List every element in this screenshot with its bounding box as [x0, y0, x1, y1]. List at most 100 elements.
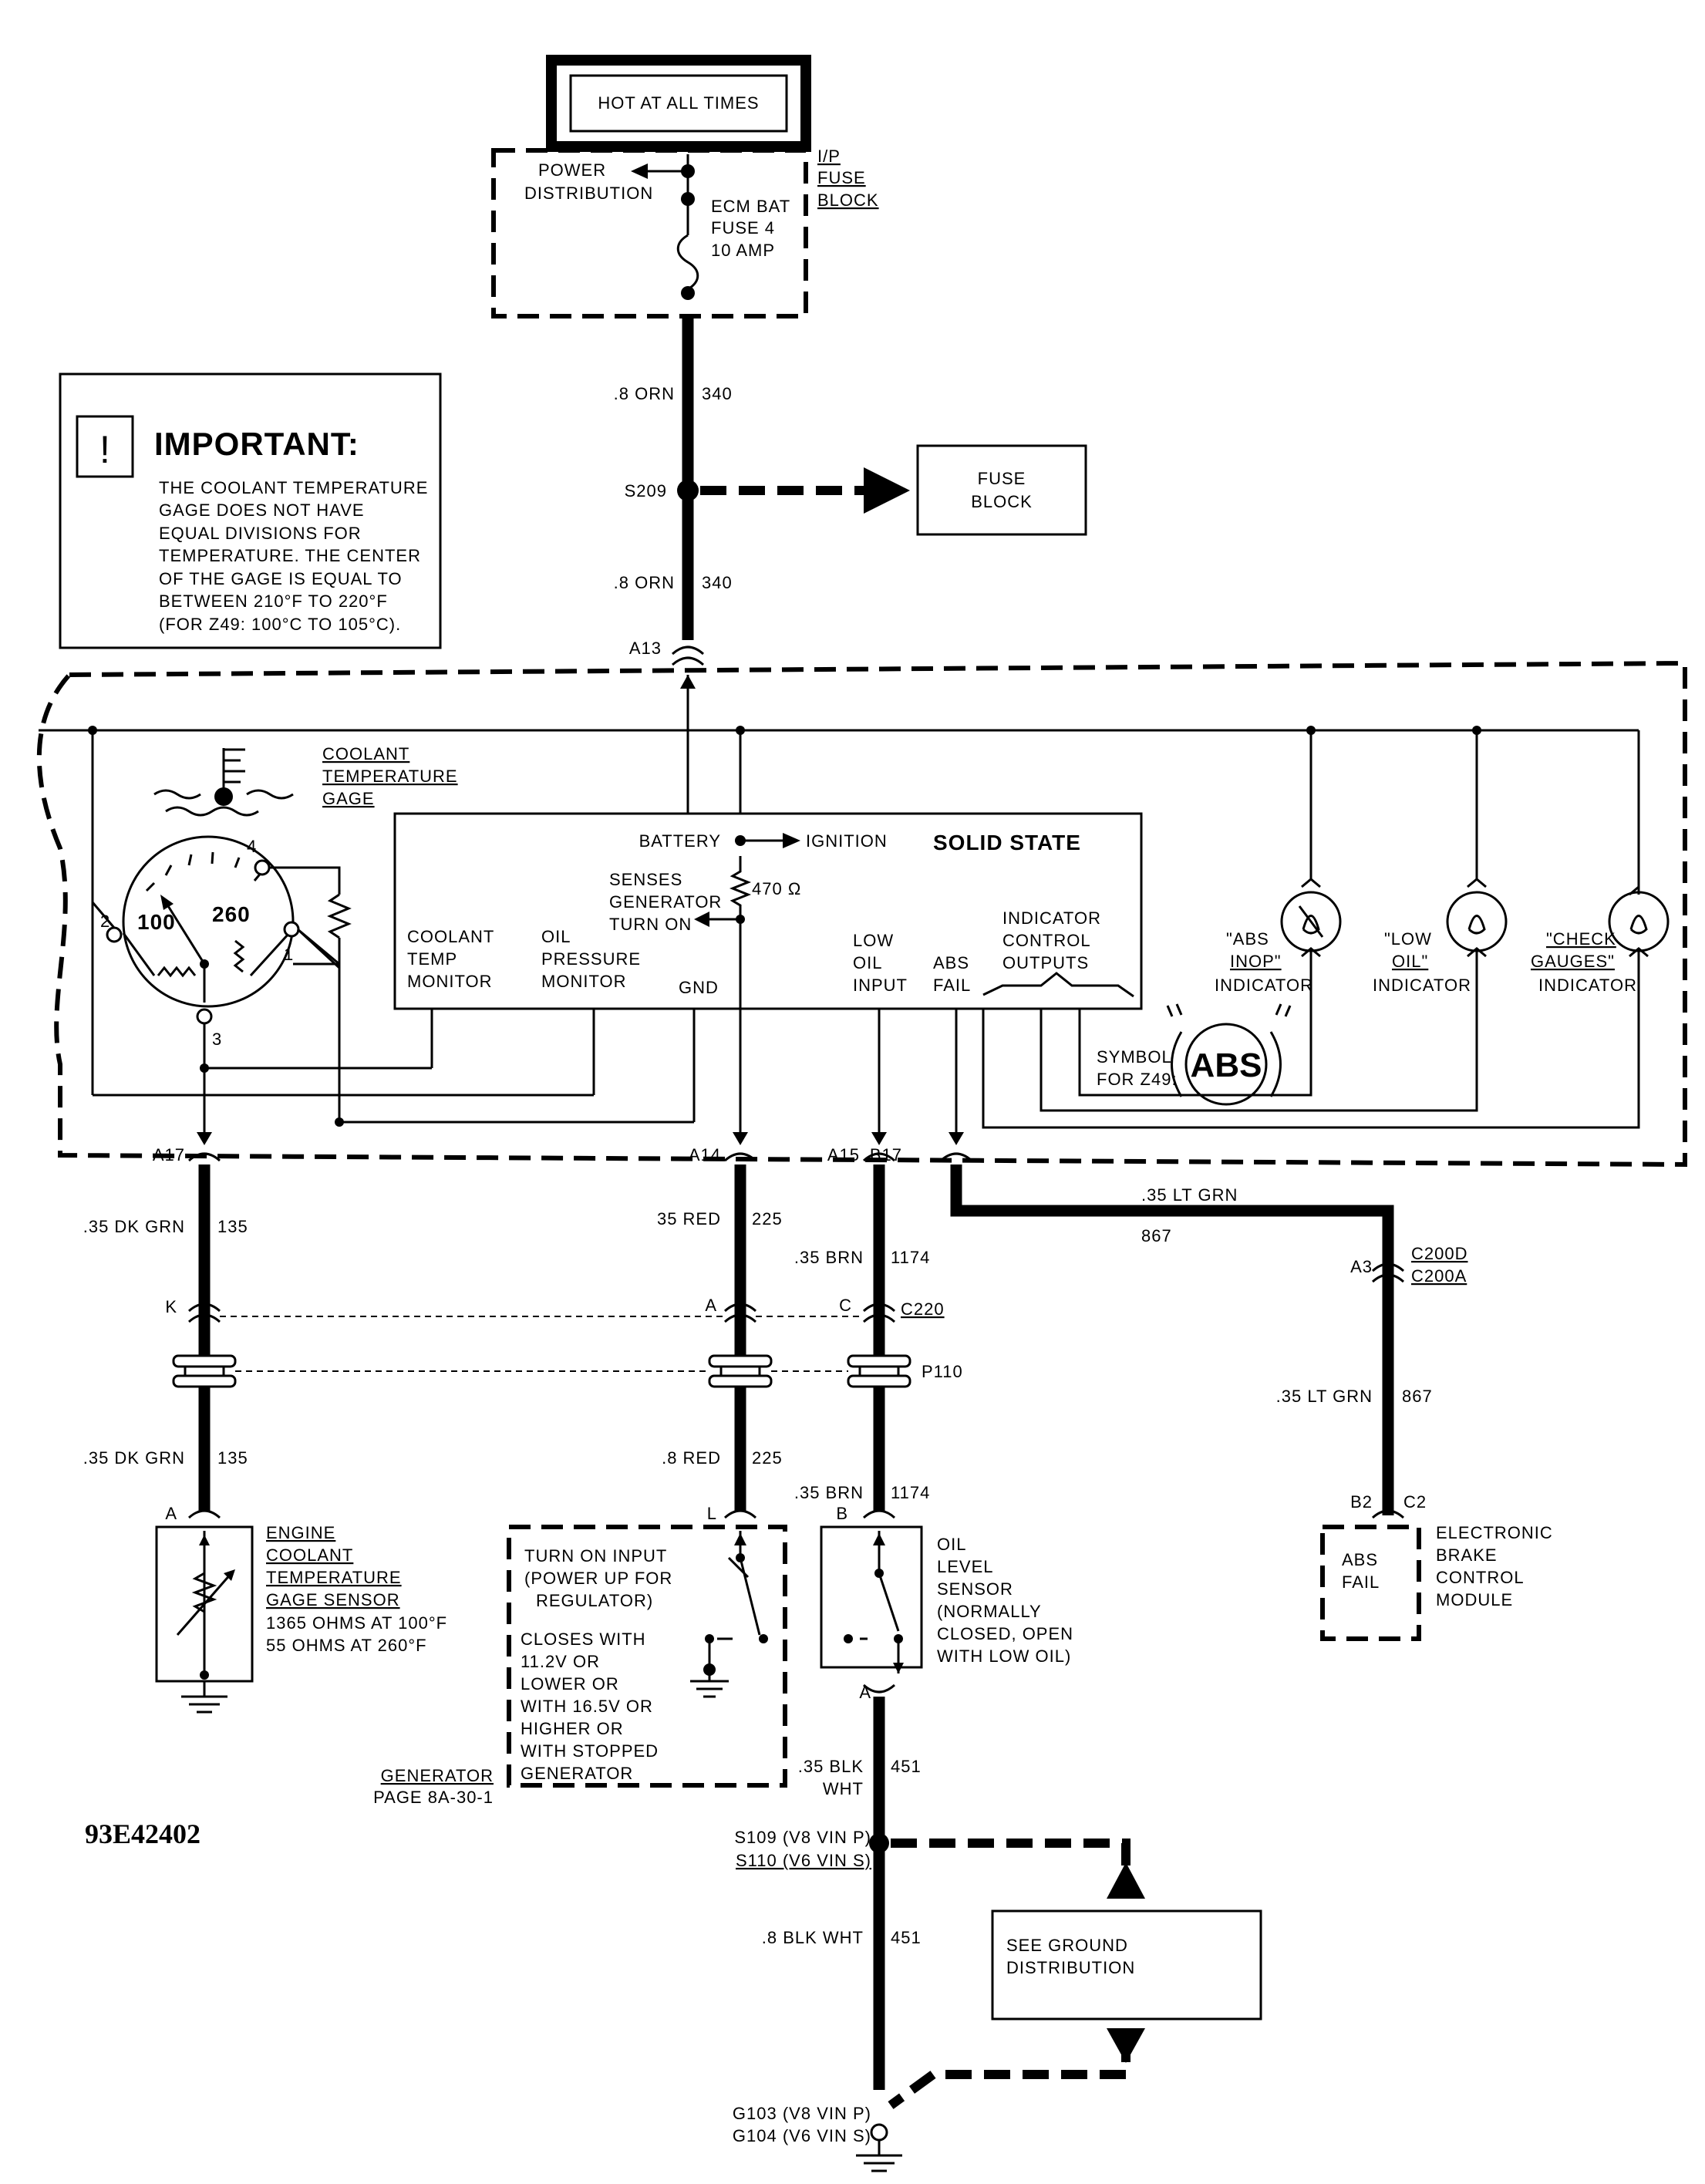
generator-closes: GENERATOR: [521, 1764, 633, 1783]
oil-sensor-label: CLOSED, OPEN: [937, 1624, 1073, 1643]
connector-a13: A13: [629, 639, 662, 658]
wire-340-gauge-2: .8 ORN: [614, 573, 675, 592]
solid-state-module: [393, 812, 1143, 1010]
connector-c220: C220: [901, 1299, 945, 1319]
fuse-box-label-1: FUSE: [978, 469, 1026, 488]
wire-867-gauge-2: .35 LT GRN: [1276, 1387, 1373, 1406]
wire-225-circuit-1: 225: [752, 1209, 783, 1228]
sensor-name-1: ENGINE: [266, 1523, 335, 1542]
wire-1174-gauge-1: .35 BRN: [794, 1248, 864, 1267]
coolant-gage-label-3: GAGE: [322, 789, 375, 808]
fuse-box-label-2: BLOCK: [971, 492, 1033, 511]
indicator-outputs-1: INDICATOR: [1002, 908, 1101, 928]
gauge-high-label: 260: [212, 902, 251, 926]
fuse-label-1: ECM BAT: [711, 197, 790, 216]
abs-inop-label-2: INOP": [1230, 952, 1282, 971]
connector-k: K: [165, 1297, 177, 1316]
ignition-label: IGNITION: [806, 831, 888, 851]
wire-1174-gauge-2: .35 BRN: [794, 1483, 864, 1502]
ip-fuse-block: [491, 148, 808, 318]
gauge-terminal-1: 1: [284, 945, 294, 964]
sensor-spec-2: 55 OHMS AT 260°F: [266, 1636, 427, 1655]
p110-grommet: [172, 1354, 911, 1388]
oil-sensor-label: (NORMALLY: [937, 1602, 1042, 1621]
low-oil-indicator: [1446, 730, 1508, 958]
check-gauges-label-2: GAUGES": [1531, 952, 1615, 971]
ground-g103: G103 (V8 VIN P): [733, 2104, 871, 2123]
senses-label-2: GENERATOR: [609, 892, 722, 912]
sensor-name-4: GAGE SENSOR: [266, 1590, 400, 1609]
fuse-block-box: [916, 444, 1087, 536]
power-label: POWER: [538, 160, 606, 180]
battery-label: BATTERY: [639, 831, 721, 851]
connector-a: A: [705, 1296, 717, 1315]
coolant-monitor-3: MONITOR: [407, 972, 492, 991]
gauge-terminal-4: 4: [247, 837, 257, 856]
abs-inop-label-3: INDICATOR: [1215, 976, 1313, 995]
oil-sensor-label: LEVEL: [937, 1557, 994, 1576]
low-oil-label-1: "LOW: [1384, 929, 1432, 949]
generator-page: PAGE 8A-30-1: [373, 1788, 494, 1807]
splice-s209: S209: [625, 481, 667, 501]
wire-867-gauge-1: .35 LT GRN: [1141, 1185, 1238, 1205]
ebcm-name-3: CONTROL: [1436, 1568, 1525, 1587]
see-ground-distribution: [991, 1909, 1262, 2021]
fuse-block-label-1: I/P: [817, 147, 841, 166]
sensor-name-2: COOLANT: [266, 1545, 353, 1565]
resistor-label: 470 Ω: [752, 879, 801, 898]
important-icon: !: [99, 428, 110, 471]
abs-inop-indicator: [1280, 730, 1342, 958]
important-line: EQUAL DIVISIONS FOR: [159, 524, 362, 543]
low-oil-input-1: LOW: [853, 931, 894, 950]
low-oil-label-3: INDICATOR: [1373, 976, 1471, 995]
oil-monitor-2: PRESSURE: [541, 949, 641, 969]
wire-135-gauge-1: .35 DK GRN: [83, 1217, 185, 1236]
gauge-terminal-3: 3: [212, 1030, 222, 1049]
abs-inop-label-1: "ABS: [1226, 929, 1269, 949]
generator-closes: LOWER OR: [521, 1674, 619, 1694]
wire-451-circuit-2: 451: [891, 1928, 922, 1947]
wire-1174-circuit-2: 1174: [891, 1483, 930, 1502]
wire-867-circuit-2: 867: [1402, 1387, 1433, 1406]
low-oil-input-2: OIL: [853, 953, 882, 972]
indicator-outputs-2: CONTROL: [1002, 931, 1091, 950]
see-ground-1: SEE GROUND: [1006, 1936, 1128, 1955]
generator-closes: CLOSES WITH: [521, 1630, 646, 1649]
oil-monitor-3: MONITOR: [541, 972, 626, 991]
gauge-terminal-2: 2: [100, 912, 110, 931]
abs-symbol-icon: ABS: [1166, 1003, 1292, 1106]
connector-a17: A17: [153, 1145, 185, 1164]
senses-label-3: TURN ON: [609, 915, 692, 934]
important-title: IMPORTANT:: [154, 426, 359, 462]
generator-closes: WITH STOPPED: [521, 1741, 659, 1761]
wire-135-circuit-1: 135: [217, 1217, 248, 1236]
distribution-label: DISTRIBUTION: [524, 184, 653, 203]
fuse-label-3: 10 AMP: [711, 241, 775, 260]
coolant-gage-label-1: COOLANT: [322, 744, 409, 763]
wire-451-circuit-1: 451: [891, 1757, 922, 1776]
wire-225-gauge-2: .8 RED: [662, 1448, 721, 1468]
generator-box: [507, 1525, 787, 1788]
wire-225-circuit-2: 225: [752, 1448, 783, 1468]
fuse-label-2: FUSE 4: [711, 218, 775, 238]
coolant-gauge: [122, 835, 295, 1008]
abs-fail-1: ABS: [933, 953, 969, 972]
oil-sensor-label: SENSOR: [937, 1579, 1013, 1599]
fuse-block-label-2: FUSE: [817, 168, 866, 187]
important-line: TEMPERATURE. THE CENTER: [159, 546, 421, 565]
ebcm-name-4: MODULE: [1436, 1590, 1513, 1609]
connector-b2: B2: [1350, 1492, 1373, 1512]
oil-level-sensor: [820, 1525, 923, 1669]
symbol-label-1: SYMBOL: [1097, 1047, 1172, 1067]
important-line: BETWEEN 210°F TO 220°F: [159, 592, 388, 611]
important-line: OF THE GAGE IS EQUAL TO: [159, 569, 403, 588]
oil-monitor-1: OIL: [541, 927, 571, 946]
connector-c2: C2: [1403, 1492, 1427, 1512]
ebcm-name-1: ELECTRONIC: [1436, 1523, 1553, 1542]
coolant-monitor-1: COOLANT: [407, 927, 494, 946]
wire-451-gauge-1: .35 BLK: [798, 1757, 864, 1776]
generator-closes: HIGHER OR: [521, 1719, 624, 1738]
ground-g104: G104 (V6 VIN S): [733, 2126, 871, 2145]
ebcm-fail: FAIL: [1342, 1572, 1380, 1592]
